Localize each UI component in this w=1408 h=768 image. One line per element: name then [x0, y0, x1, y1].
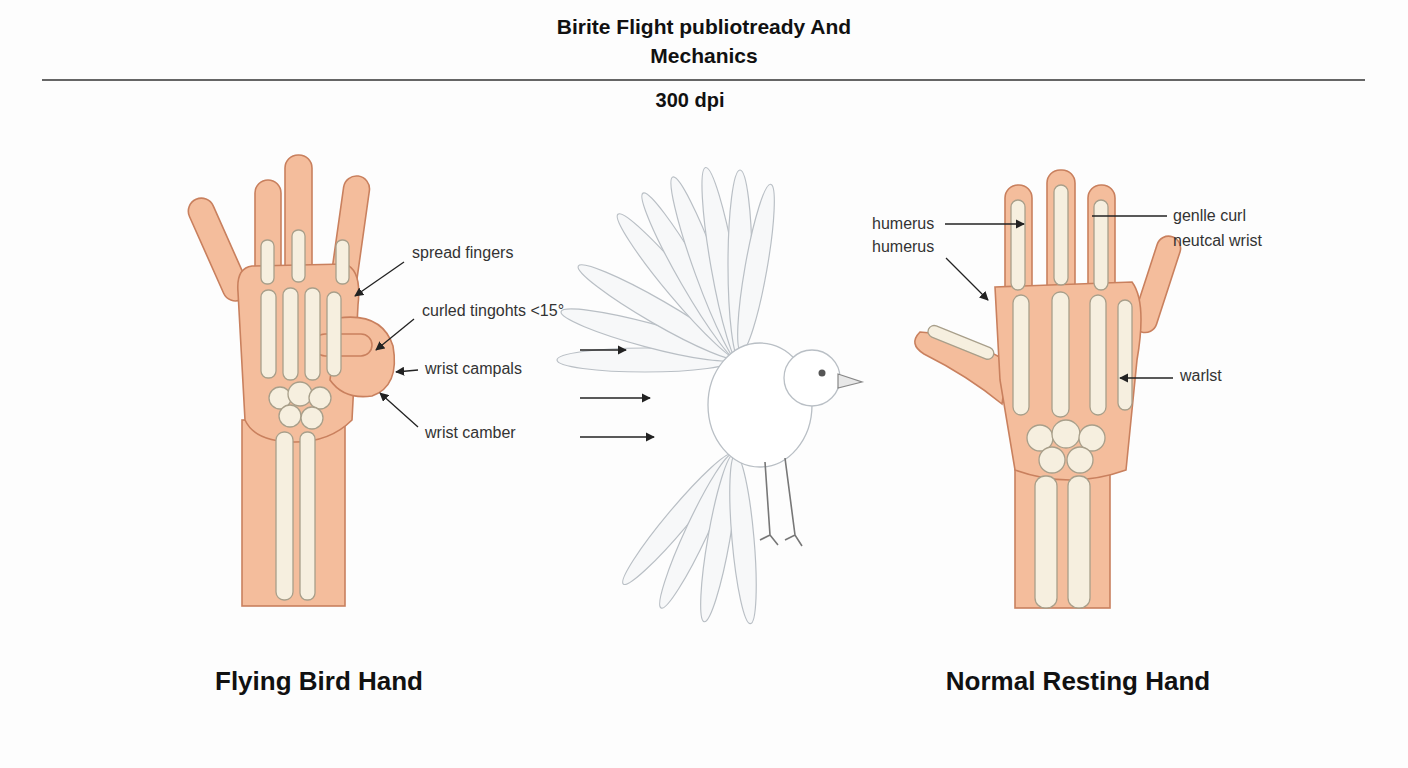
- bone: [1013, 295, 1029, 415]
- bones: [261, 230, 349, 600]
- forearm: [1015, 460, 1110, 608]
- leader-line: [396, 370, 418, 372]
- bone: [301, 407, 323, 429]
- part-label: wrist camber: [425, 424, 516, 442]
- bone: [1090, 295, 1106, 415]
- bone: [336, 240, 349, 284]
- bone: [261, 290, 276, 378]
- bone: [288, 382, 312, 406]
- part-label: warlst: [1180, 367, 1222, 385]
- bone: [261, 240, 274, 284]
- bone: [292, 230, 305, 282]
- bird: [557, 165, 862, 624]
- part-label: curled tingohts <15°: [422, 302, 564, 320]
- leader-line: [1092, 215, 1167, 216]
- bone: [305, 288, 320, 380]
- beak: [838, 374, 862, 388]
- bone: [309, 387, 331, 409]
- leader-line: [355, 262, 404, 296]
- bone: [1094, 200, 1108, 290]
- bone: [1052, 420, 1080, 448]
- part-label: genlle curl: [1173, 207, 1246, 225]
- flow-arrow: [580, 436, 654, 437]
- bone: [1052, 292, 1069, 417]
- forearm: [242, 420, 345, 606]
- palm: [238, 264, 359, 442]
- bone: [327, 292, 341, 376]
- bone: [1054, 185, 1068, 285]
- bone: [1067, 447, 1093, 473]
- leader-line: [380, 393, 418, 427]
- part-label: spread fingers: [412, 244, 513, 262]
- part-label: humerus: [872, 238, 934, 256]
- bird-feet: [760, 458, 802, 546]
- feather: [725, 453, 762, 624]
- resolution-note: 300 dpi: [656, 89, 725, 112]
- bone: [283, 288, 298, 380]
- resting-hand: [915, 170, 1184, 608]
- header-rule: [42, 79, 1365, 80]
- part-label: neutcal wrist: [1173, 232, 1262, 250]
- eye: [819, 370, 826, 377]
- bones: [926, 185, 1132, 608]
- bone: [300, 432, 315, 600]
- part-label: wrist campals: [425, 360, 522, 378]
- figure-caption: Flying Bird Hand: [215, 667, 423, 697]
- leader-lines: [355, 216, 1173, 437]
- bone: [1011, 200, 1025, 290]
- finger: [1047, 170, 1075, 300]
- flow-arrow: [580, 397, 650, 398]
- bone: [1039, 447, 1065, 473]
- bone: [1035, 476, 1057, 608]
- leader-line: [946, 258, 988, 300]
- leader-line: [945, 223, 1024, 224]
- bone: [1118, 300, 1132, 410]
- flying-hand: [184, 155, 394, 606]
- bone: [276, 432, 293, 600]
- bone: [926, 324, 995, 361]
- thumb-tip: [314, 334, 372, 356]
- bone: [1068, 476, 1090, 608]
- leader-line: [376, 319, 414, 350]
- part-label: humerus: [872, 215, 934, 233]
- figure-caption: Normal Resting Hand: [946, 667, 1210, 697]
- bird-head: [784, 350, 840, 406]
- title: Birite Flight publiotready And Mechanics: [549, 12, 859, 71]
- palm: [995, 282, 1141, 480]
- leader-line: [1120, 377, 1173, 378]
- feather: [730, 182, 781, 353]
- flow-arrow: [580, 349, 626, 350]
- bone: [279, 405, 301, 427]
